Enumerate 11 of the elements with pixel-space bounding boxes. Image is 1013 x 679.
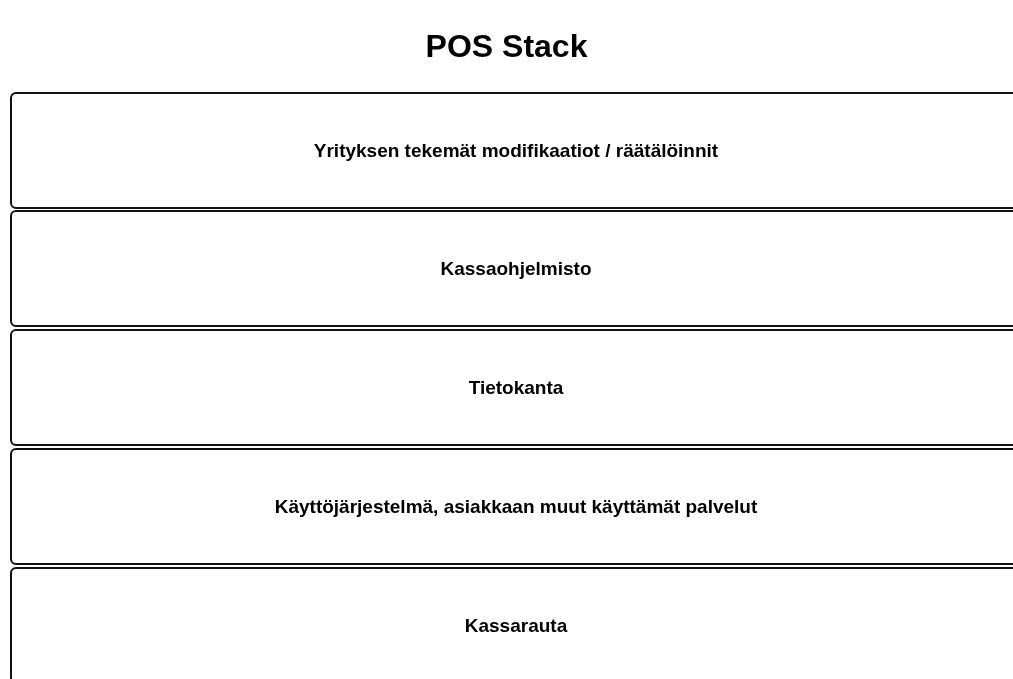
- layer-box: [10, 329, 1013, 446]
- layer-box: [10, 448, 1013, 565]
- layer-box: [10, 210, 1013, 327]
- layer-label: Käyttöjärjestelmä, asiakkaan muut käyttämät palvelut: [274, 495, 758, 518]
- layer-label: Yrityksen tekemät modifikaatiot / räätälöinnit: [313, 139, 719, 162]
- layer-label: Kassaohjelmisto: [440, 257, 592, 280]
- layer-label: Kassarauta: [464, 614, 568, 637]
- layer-label: Tietokanta: [468, 376, 564, 399]
- diagram-title: POS Stack: [424, 28, 589, 65]
- layer-box: [10, 567, 1013, 679]
- layer-box: [10, 92, 1013, 209]
